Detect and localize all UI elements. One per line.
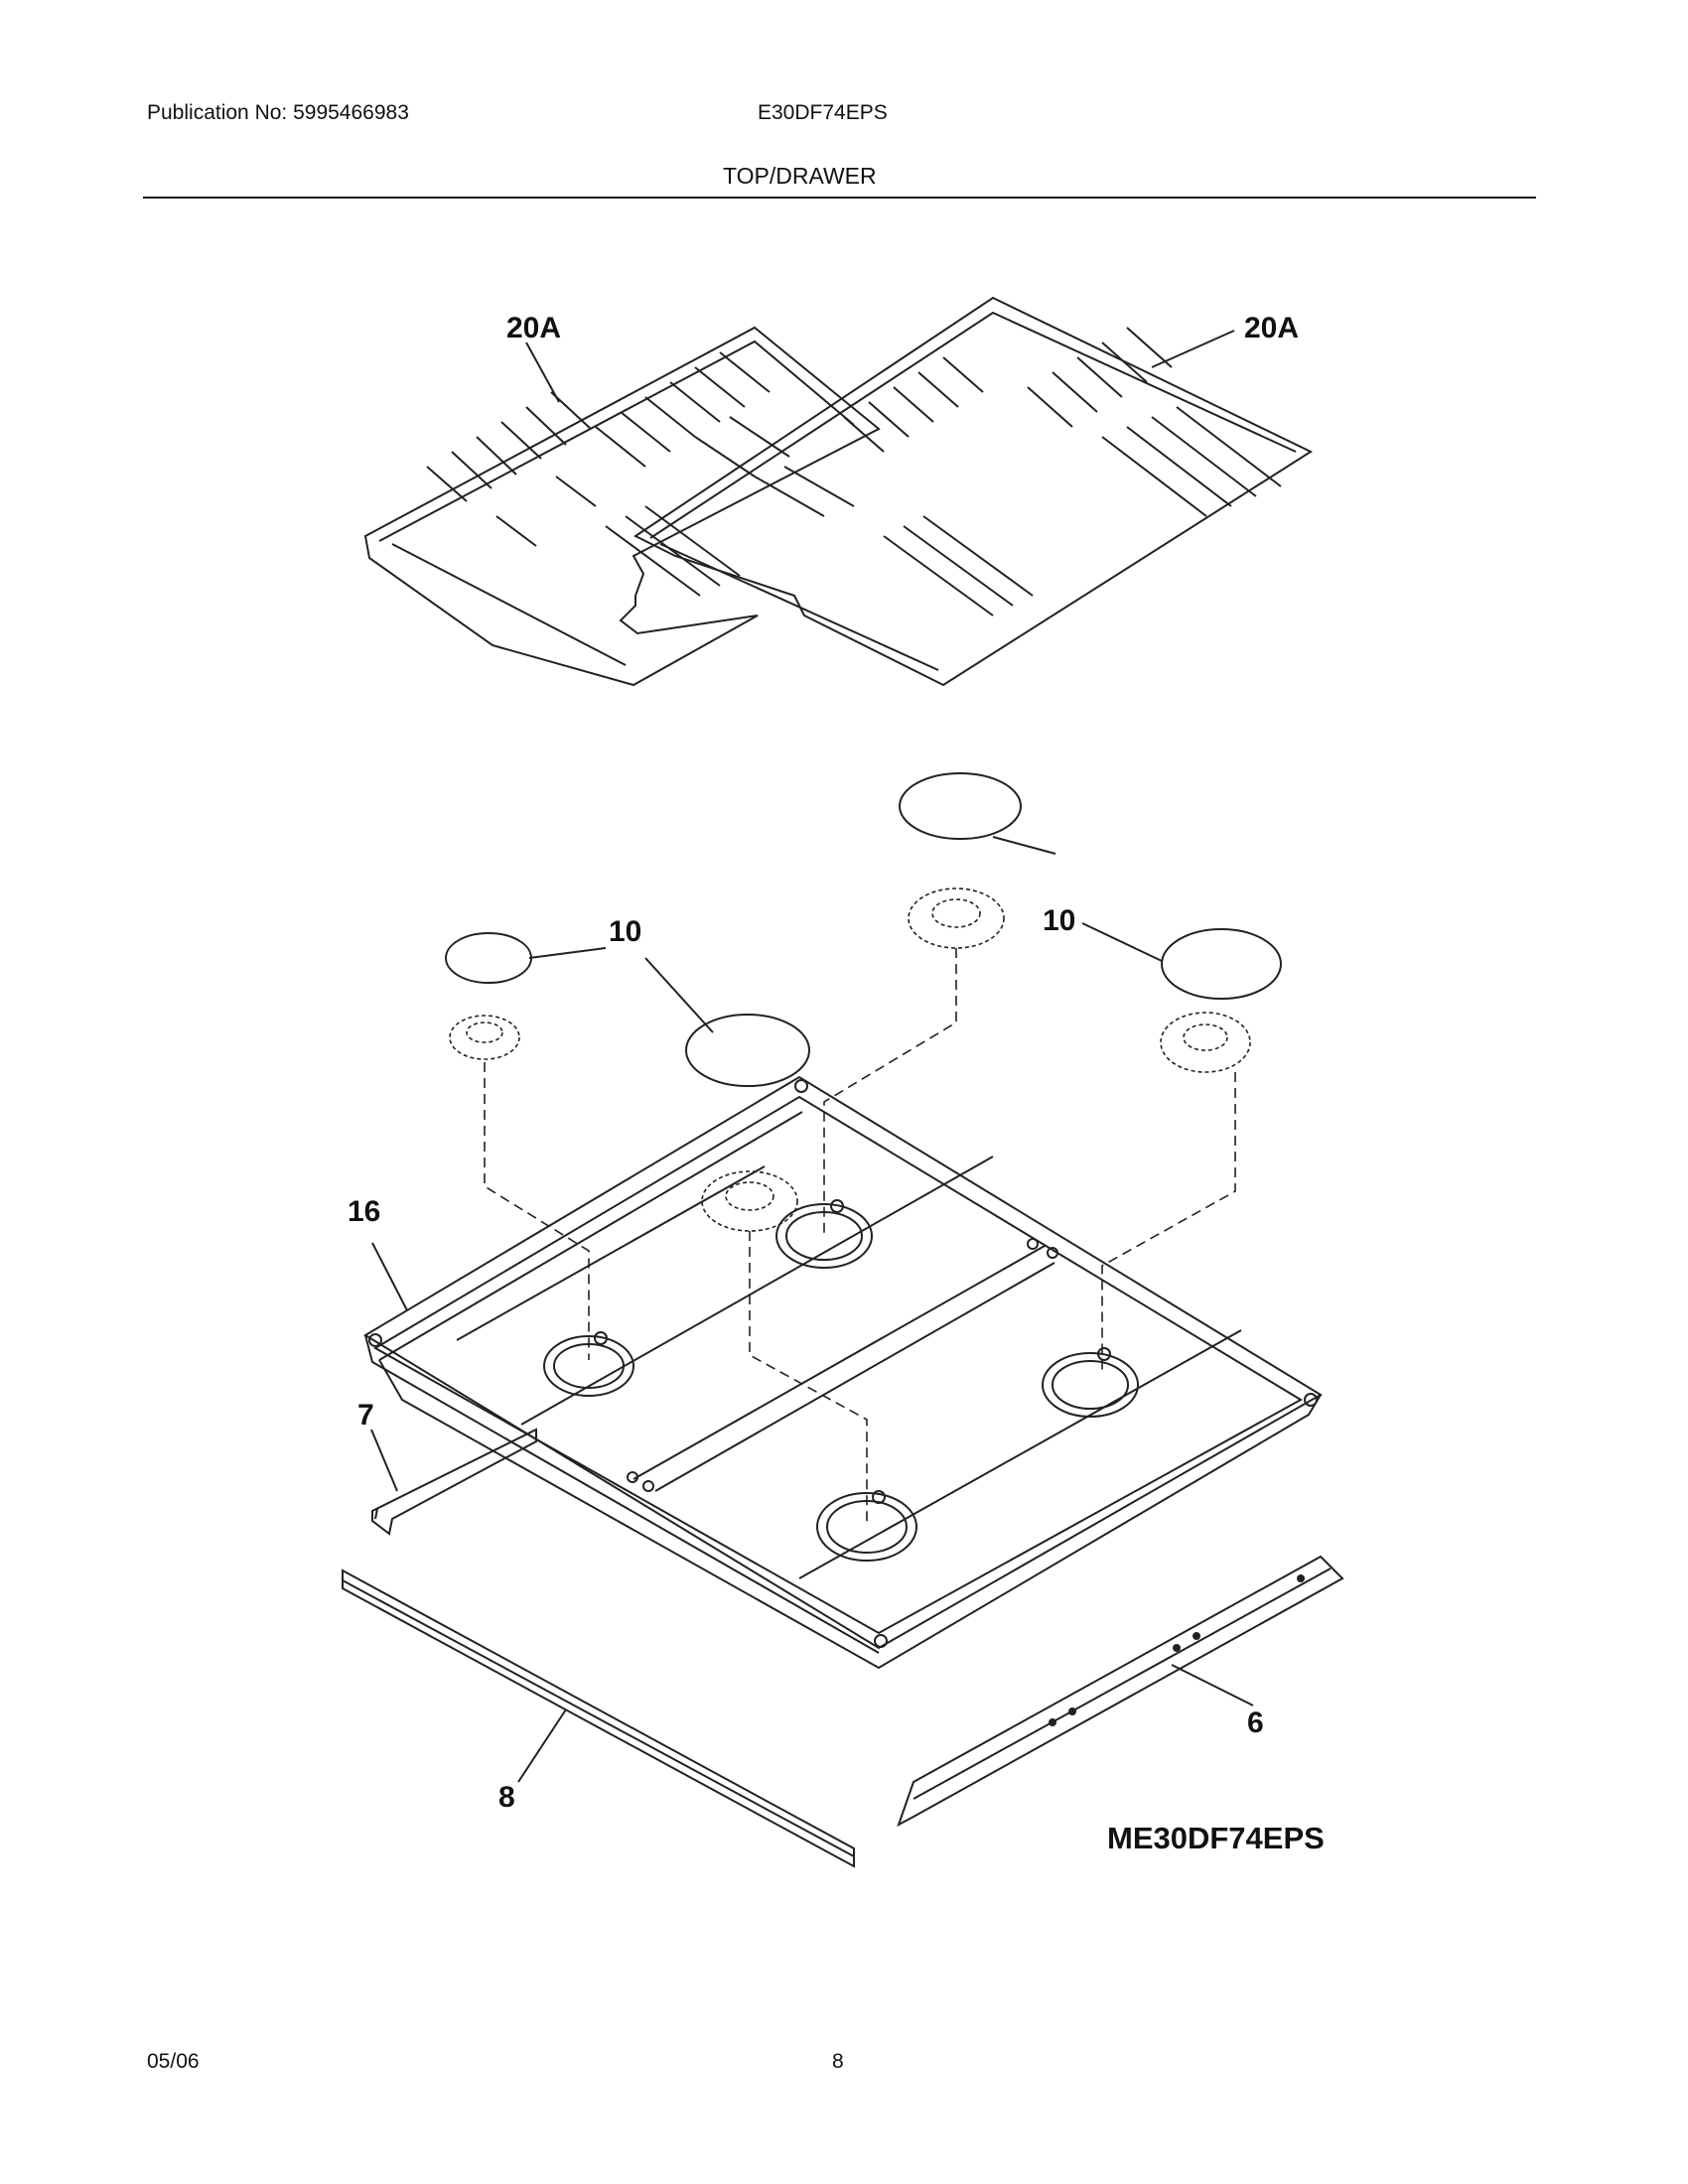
burner-cap-3 bbox=[899, 772, 1022, 840]
callout-20a-right: 20A bbox=[1244, 312, 1299, 344]
right-grate bbox=[633, 296, 1314, 687]
publication-number: Publication No: 5995466983 bbox=[147, 101, 409, 124]
burner-head-1 bbox=[449, 1015, 520, 1060]
cooktop-main-top bbox=[363, 1075, 1323, 1670]
rail-part-6 bbox=[897, 1555, 1344, 1828]
callout-20a-left: 20A bbox=[506, 312, 561, 344]
rail-part-7 bbox=[371, 1428, 537, 1536]
rail-part-8 bbox=[342, 1569, 855, 1868]
section-title: TOP/DRAWER bbox=[723, 163, 877, 189]
callout-6: 6 bbox=[1247, 1706, 1264, 1739]
burner-head-2 bbox=[701, 1170, 798, 1232]
diagram-model-code: ME30DF74EPS bbox=[1107, 1821, 1325, 1855]
burner-head-3 bbox=[908, 887, 1005, 949]
callout-10-left: 10 bbox=[609, 915, 641, 948]
alignment-lines bbox=[484, 948, 1236, 1524]
callout-16: 16 bbox=[348, 1195, 380, 1228]
model-number: E30DF74EPS bbox=[758, 101, 888, 124]
callout-8: 8 bbox=[498, 1781, 515, 1814]
header-rule bbox=[143, 197, 1536, 199]
burner-cap-1 bbox=[445, 932, 532, 984]
burner-cap-2 bbox=[685, 1014, 810, 1087]
left-grate bbox=[363, 326, 881, 687]
footer-date: 05/06 bbox=[147, 2050, 200, 2073]
leader-lines bbox=[370, 330, 1254, 1783]
callout-7: 7 bbox=[357, 1399, 374, 1432]
burner-head-4 bbox=[1160, 1012, 1251, 1073]
burner-cap-4 bbox=[1161, 928, 1282, 1000]
callout-10-right: 10 bbox=[1043, 904, 1075, 937]
page-number: 8 bbox=[832, 2050, 844, 2073]
